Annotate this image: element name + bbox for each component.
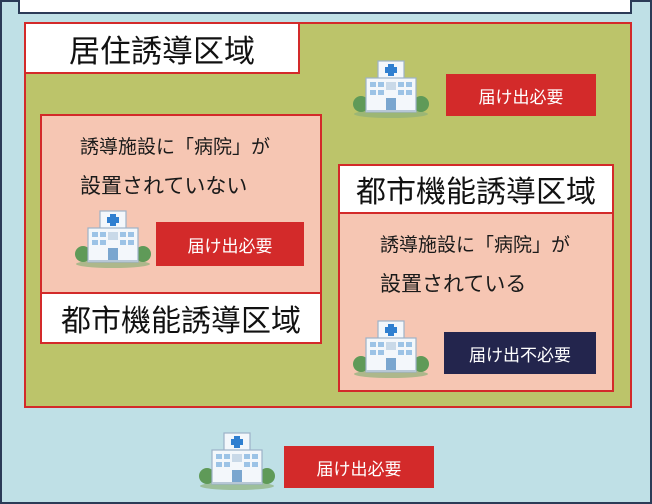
residential-zone-label: 居住誘導区域	[24, 22, 300, 74]
hospital-icon	[75, 210, 151, 268]
badge-residential-required: 届け出必要	[446, 74, 596, 116]
urban-zone-b-line2: 設置されている	[380, 272, 527, 296]
top-strip	[18, 0, 632, 14]
urban-zone-b-label: 都市機能誘導区域	[338, 164, 614, 214]
urban-zone-a-line2: 設置されていない	[80, 174, 248, 198]
urban-zone-b-line1: 誘導施設に「病院」が	[380, 234, 571, 256]
hospital-icon	[353, 320, 429, 378]
hospital-icon	[199, 432, 275, 490]
hospital-icon	[353, 60, 429, 118]
badge-urban-a-required: 届け出必要	[156, 222, 304, 266]
urban-zone-a-line1: 誘導施設に「病院」が	[80, 136, 271, 158]
badge-outside-required: 届け出必要	[284, 446, 434, 488]
badge-urban-b-not-required: 届け出不必要	[444, 332, 596, 374]
urban-zone-a-label: 都市機能誘導区域	[40, 292, 322, 344]
